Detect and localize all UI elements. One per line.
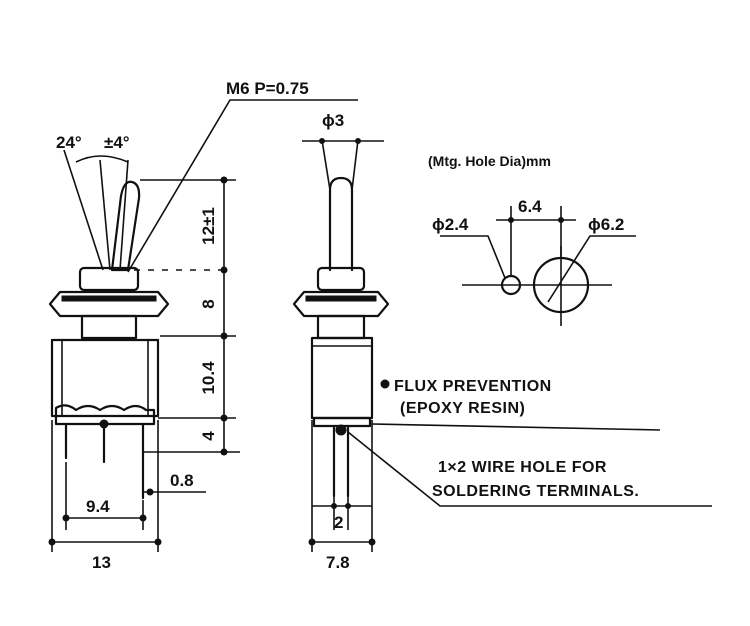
small-hole-leader xyxy=(440,235,506,279)
large-hole-leader xyxy=(547,235,636,303)
front-terminal-node xyxy=(99,419,109,429)
side-bushing-top xyxy=(316,266,366,292)
side-terminal-label: 2 xyxy=(334,513,343,532)
dim-tick-pitch-right xyxy=(139,514,147,522)
lever-angle-line-left xyxy=(63,149,104,271)
small-hole-label: ϕ2.4 xyxy=(432,215,469,234)
flux-label-line1: FLUX PREVENTION xyxy=(394,378,552,395)
dim-tick-side-terminal-right xyxy=(345,503,351,509)
front-nut xyxy=(48,290,170,318)
mounting-title: (Mtg. Hole Dia)mm xyxy=(428,153,551,169)
side-epoxy-band xyxy=(312,416,372,428)
front-bushing-lower xyxy=(80,314,138,340)
terminal-pitch-label: 9.4 xyxy=(86,497,110,516)
thread-label: M6 P=0.75 xyxy=(226,79,309,98)
angle-tolerance-label: ±4° xyxy=(104,133,130,152)
dim-tick-width-left xyxy=(48,538,56,546)
dim-tick-4 xyxy=(220,414,228,422)
dim-tick-1 xyxy=(220,176,228,184)
front-body xyxy=(50,338,160,418)
side-nut xyxy=(292,290,390,318)
side-width-label: 7.8 xyxy=(326,553,350,572)
dim-tick-lever-left xyxy=(319,138,325,144)
front-lever xyxy=(110,180,141,272)
side-bushing-lower xyxy=(316,314,366,340)
hole-spacing-label: 6.4 xyxy=(518,197,542,216)
side-body xyxy=(310,336,374,420)
large-hole-label: ϕ6.2 xyxy=(588,215,624,234)
dim-tick-side-width-left xyxy=(308,538,316,546)
dim-tick-spacing-left xyxy=(508,217,514,223)
height-body-label: 10.4 xyxy=(199,361,218,395)
thread-leader xyxy=(127,99,358,273)
side-nut-band xyxy=(305,295,377,302)
side-view xyxy=(292,138,712,552)
side-lever xyxy=(328,176,354,272)
height-lever-label: 12±1 xyxy=(199,207,218,245)
side-terminal-node xyxy=(335,424,347,436)
side-lever-ext-left xyxy=(321,139,331,191)
height-bushing-label: 8 xyxy=(199,299,218,308)
dim-tick-terminal-width xyxy=(146,488,154,496)
side-terminal xyxy=(332,424,350,498)
dim-tick-3 xyxy=(220,332,228,340)
flux-marker xyxy=(380,379,390,389)
wire-hole-leader xyxy=(347,431,712,507)
front-nut-band xyxy=(61,295,157,302)
dim-tick-lever-right xyxy=(355,138,361,144)
flux-leader xyxy=(371,423,661,431)
angle-arc xyxy=(75,155,129,163)
front-view xyxy=(48,99,358,552)
dim-tick-5 xyxy=(220,448,228,456)
front-bushing-top xyxy=(78,266,140,292)
dim-tick-side-terminal-left xyxy=(331,503,337,509)
wire-label-line2: SOLDERING TERMINALS. xyxy=(432,483,639,500)
dim-tick-width-right xyxy=(154,538,162,546)
dim-tick-pitch-left xyxy=(62,514,70,522)
angle-label: 24° xyxy=(56,133,82,152)
height-terminal-label: 4 xyxy=(199,431,218,441)
lever-diameter-label: ϕ3 xyxy=(322,111,344,130)
dim-tick-2 xyxy=(220,266,228,274)
front-epoxy-band xyxy=(54,404,156,426)
dim-tick-side-width-right xyxy=(368,538,376,546)
terminal-width-label: 0.8 xyxy=(170,471,194,490)
side-lever-ext-right xyxy=(351,139,359,191)
body-width-label: 13 xyxy=(92,553,111,572)
dim-tick-spacing-right xyxy=(558,217,564,223)
wire-label-line1: 1×2 WIRE HOLE FOR xyxy=(438,459,607,476)
lever-angle-line-right xyxy=(119,159,129,271)
flux-label-line2: (EPOXY RESIN) xyxy=(400,400,525,417)
mounting-hole-detail xyxy=(440,206,636,326)
lever-center-line xyxy=(99,159,111,271)
